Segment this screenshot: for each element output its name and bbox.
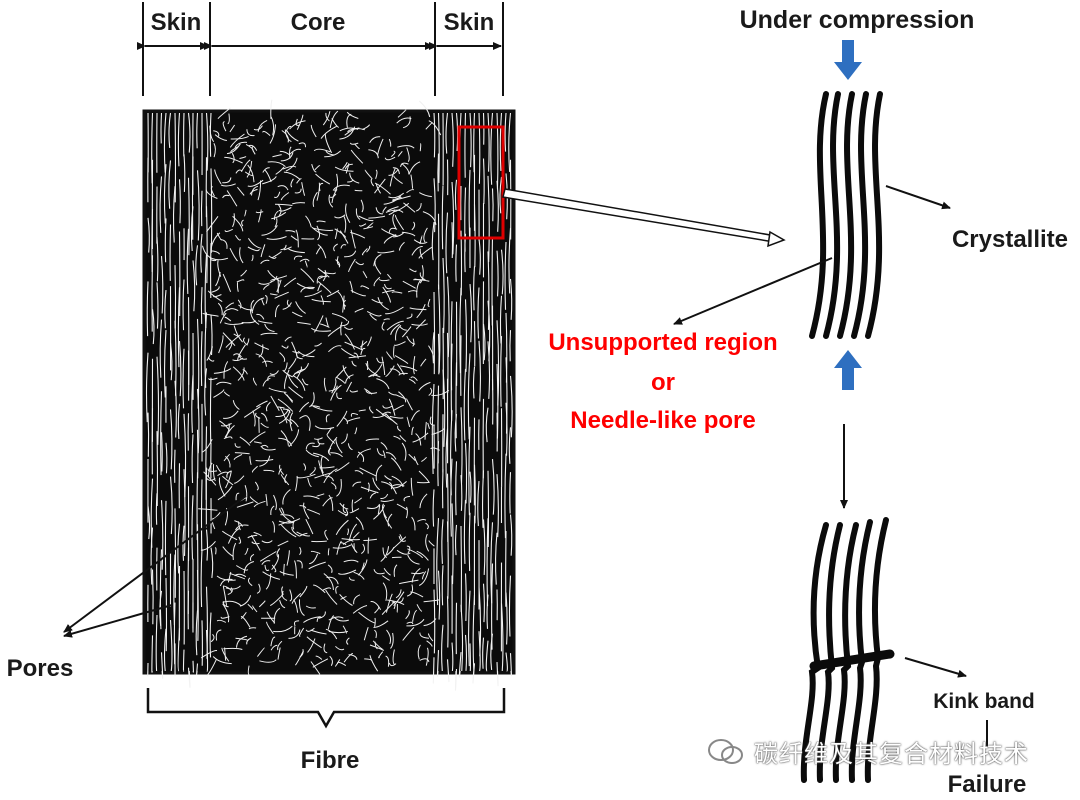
highlight-box [457, 125, 505, 240]
unsupported-pointer [673, 257, 833, 325]
fibre-label: Fibre [301, 747, 360, 774]
top-dimension-lines [137, 2, 504, 96]
skin-right-label: Skin [444, 9, 495, 36]
compression-arrow-down [834, 40, 862, 80]
failure-label: Failure [948, 771, 1027, 798]
kinked-crystallite-stack [800, 517, 895, 783]
needle-like-pore-label: Needle-like pore [570, 407, 755, 434]
pores-pointer-2 [63, 604, 173, 638]
kink-band-pointer [904, 657, 967, 678]
pores-label: Pores [7, 655, 74, 682]
fibre-cross-section [142, 99, 516, 691]
under-compression-label: Under compression [740, 6, 975, 34]
watermark-text: 碳纤维及其复合材料技术 [754, 740, 1029, 768]
pores-pointer-1 [63, 495, 247, 633]
fibre-brace [146, 688, 506, 729]
crystallite-label: Crystallite [952, 226, 1068, 253]
core-label: Core [291, 9, 346, 36]
unsupported-or-label: or [651, 369, 675, 396]
unsupported-region-label: Unsupported region [548, 329, 777, 356]
skin-left-label: Skin [151, 9, 202, 36]
fibre-texture [145, 99, 513, 691]
zoom-connector-arrow [502, 188, 786, 248]
wechat-icon [708, 738, 743, 764]
compression-arrow-up [834, 350, 862, 390]
watermark: 碳纤维及其复合材料技术 [706, 734, 1029, 769]
crystallite-stack [809, 91, 883, 339]
kink-band-label: Kink band [933, 690, 1035, 713]
crystallite-pointer [885, 185, 951, 210]
